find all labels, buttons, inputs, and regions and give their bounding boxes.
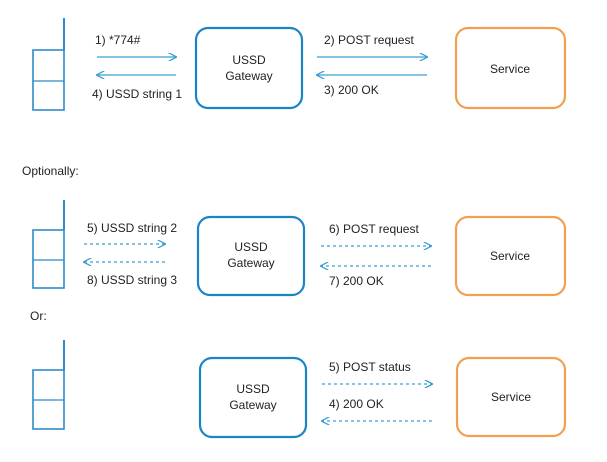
message-label-5: 5) USSD string 2 <box>87 221 177 235</box>
gateway-label-line2: Gateway <box>225 69 272 83</box>
phone-icon <box>32 18 65 111</box>
scenario-2: 5) USSD string 2 8) USSD string 3 USSD G… <box>32 200 567 297</box>
message-label-1: 1) *774# <box>95 33 141 47</box>
gateway-label-line1: USSD <box>236 382 270 396</box>
phone-icon <box>32 200 65 289</box>
service-label: Service <box>490 249 530 263</box>
gateway-label-line1: USSD <box>234 240 268 254</box>
service-label: Service <box>490 62 530 76</box>
message-label-7: 7) 200 OK <box>329 274 384 288</box>
message-label-4: 4) USSD string 1 <box>92 87 182 101</box>
message-label-6: 6) POST request <box>329 222 419 236</box>
optionally-label: Optionally: <box>22 164 79 178</box>
message-label-post-status: 5) POST status <box>329 360 411 374</box>
gateway-label-line2: Gateway <box>227 256 274 270</box>
service-label: Service <box>491 390 531 404</box>
service-box <box>455 356 567 438</box>
ussd-gateway-box <box>198 356 308 439</box>
gateway-label-line2: Gateway <box>229 398 276 412</box>
gateway-label-line1: USSD <box>232 53 266 67</box>
message-label-3: 3) 200 OK <box>324 83 379 97</box>
service-box <box>454 26 567 110</box>
or-label: Or: <box>30 309 47 323</box>
scenario-3: USSD Gateway 5) POST status 4) 200 OK Se… <box>32 340 567 439</box>
ussd-gateway-box <box>196 215 306 297</box>
message-label-8: 8) USSD string 3 <box>87 273 177 287</box>
service-box <box>454 215 567 297</box>
phone-icon <box>32 340 65 430</box>
scenario-1: 1) *774# 4) USSD string 1 USSD Gateway 2… <box>32 18 567 111</box>
ussd-gateway-box <box>194 26 304 110</box>
message-label-2: 2) POST request <box>324 33 414 47</box>
message-label-200-ok: 4) 200 OK <box>329 397 384 411</box>
